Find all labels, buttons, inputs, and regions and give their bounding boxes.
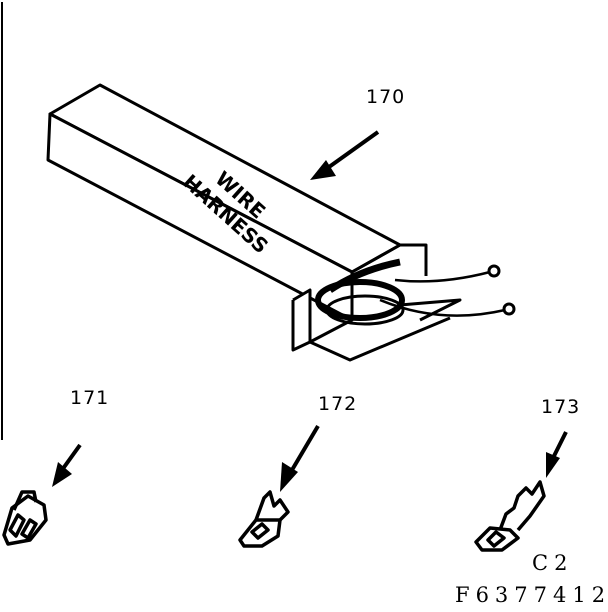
- arrow-172-icon: [280, 424, 320, 492]
- wire-harness-box: [46, 83, 516, 362]
- callout-170: 170: [366, 86, 406, 108]
- figure-code: F6377412: [455, 583, 608, 607]
- terminal-173-icon: [474, 480, 546, 552]
- terminal-172-icon: [238, 490, 290, 548]
- callout-171: 171: [70, 387, 110, 409]
- arrow-170-icon: [310, 130, 380, 180]
- callout-172: 172: [318, 393, 358, 415]
- terminal-171-icon: [2, 490, 48, 546]
- section-code: C2: [532, 551, 574, 575]
- arrow-173-icon: [546, 431, 568, 478]
- callout-173: 173: [541, 396, 581, 418]
- arrow-171-icon: [52, 443, 82, 487]
